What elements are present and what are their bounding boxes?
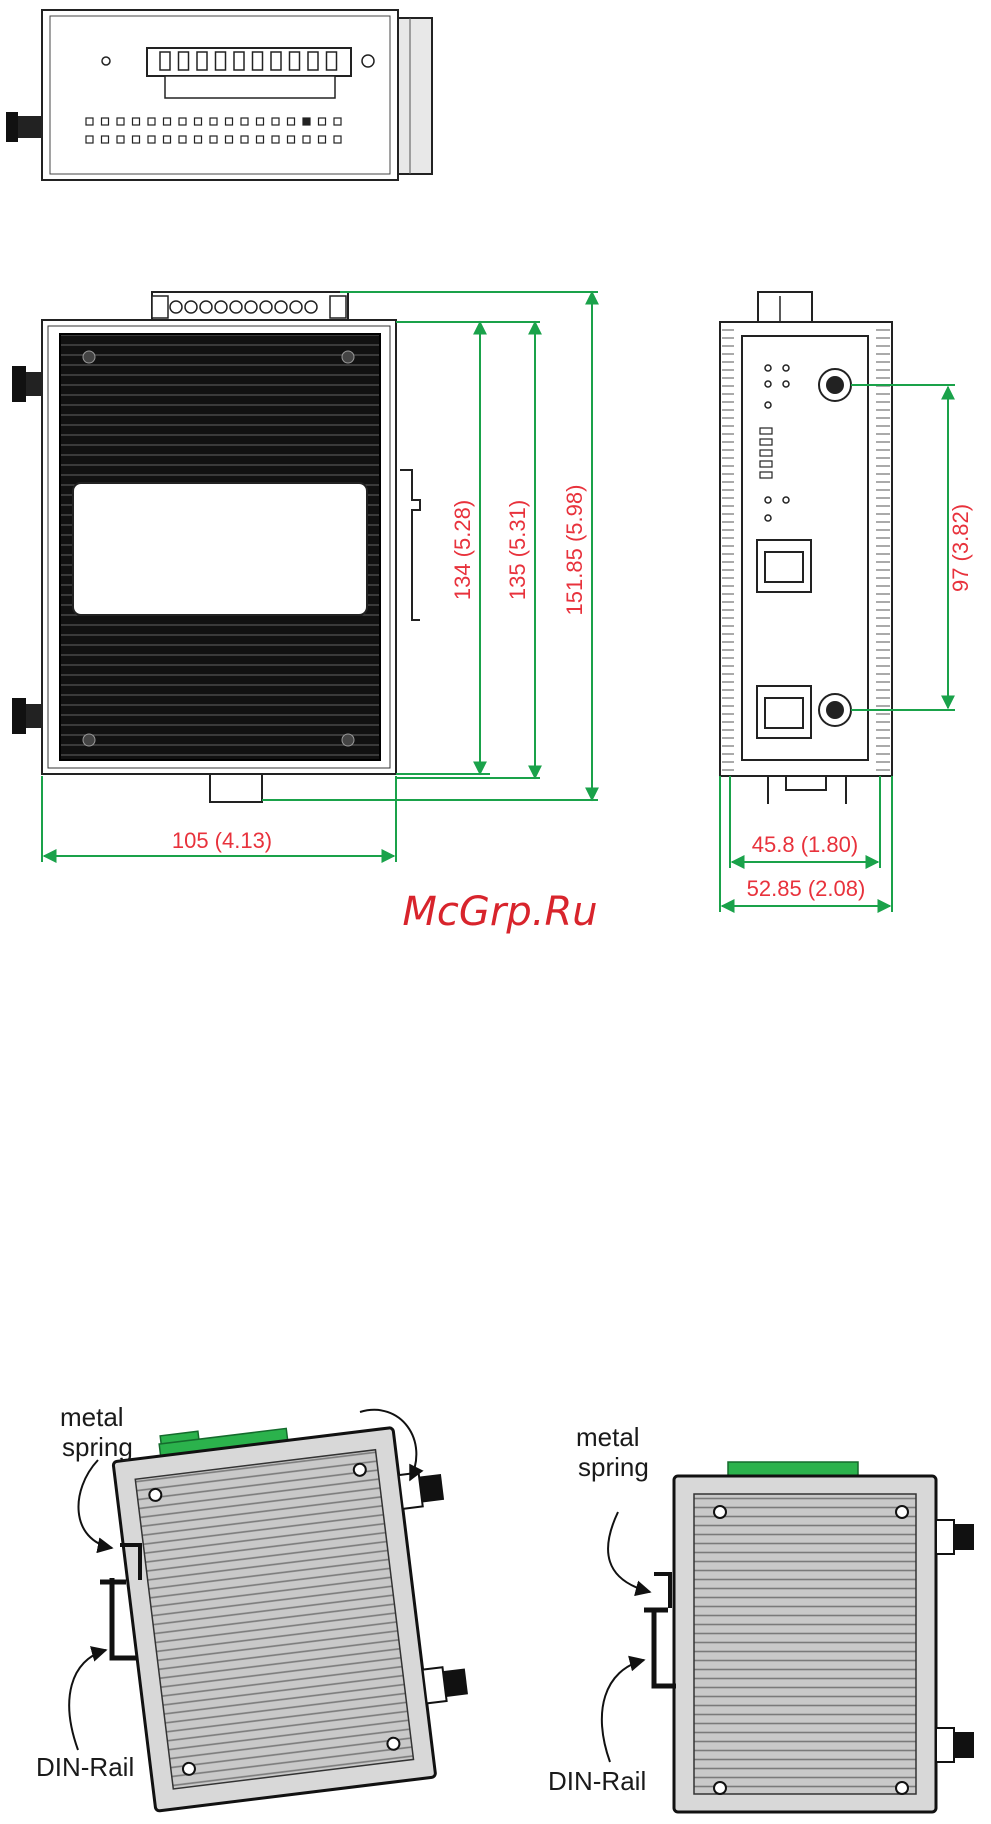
left-metal-spring-label-line2: spring [62, 1432, 133, 1462]
terminal-screw [290, 301, 302, 313]
right-din-rail-label: DIN-Rail [548, 1766, 646, 1796]
terminal-screw [305, 301, 317, 313]
vent-slot [210, 136, 217, 143]
vent-slot [334, 118, 341, 125]
terminal-slot [327, 52, 337, 70]
mounting-right [602, 1462, 974, 1812]
vent-slot [117, 118, 124, 125]
vent-slot [195, 136, 202, 143]
dimension-height-134: 134 (5.28) [450, 500, 475, 600]
vent-slot [319, 118, 326, 125]
terminal-end [152, 296, 168, 318]
vent-slot [226, 136, 233, 143]
vent-slot [241, 118, 248, 125]
antenna-connector-bottom [12, 698, 42, 734]
vent-slot [102, 136, 109, 143]
vent-slot [164, 136, 171, 143]
led-indicator [783, 365, 789, 371]
vent-slot [148, 118, 155, 125]
terminal-screw [230, 301, 242, 313]
top-view [6, 10, 432, 180]
dimension-side-width-outer: 52.85 (2.08) [747, 876, 866, 901]
vent-slot [272, 136, 279, 143]
led-indicator [765, 497, 771, 503]
led-bar [760, 439, 772, 445]
vent-slot [133, 118, 140, 125]
led-bar [760, 472, 772, 478]
terminal-slot [179, 52, 189, 70]
left-metal-spring-label-line1: metal [60, 1402, 124, 1432]
vent-slot [334, 136, 341, 143]
vent-slot [288, 136, 295, 143]
vent-slot [195, 118, 202, 125]
right-metal-spring-label-line2: spring [578, 1452, 649, 1482]
terminal-screw [260, 301, 272, 313]
vent-slot [257, 118, 264, 125]
terminal-end [330, 296, 346, 318]
side-view [720, 292, 892, 804]
vent-slot [179, 118, 186, 125]
led-indicator [783, 497, 789, 503]
rj45-port-bottom [757, 686, 811, 738]
vent-slot [272, 118, 279, 125]
terminal-screw [245, 301, 257, 313]
led-indicator [783, 381, 789, 387]
dimension-width-front: 105 (4.13) [172, 828, 272, 853]
right-metal-spring-label-line1: metal [576, 1422, 640, 1452]
vent-slot [288, 118, 295, 125]
vent-slot [86, 136, 93, 143]
dimension-height-151: 151.85 (5.98) [562, 485, 587, 616]
dimension-side-97: 97 (3.82) [948, 504, 973, 592]
led-bar [760, 428, 772, 434]
terminal-screw [275, 301, 287, 313]
led-bar [760, 461, 772, 467]
vent-slot [133, 136, 140, 143]
terminal-screw [170, 301, 182, 313]
terminal-slot [234, 52, 244, 70]
vent-slot [102, 118, 109, 125]
vent-slot [319, 136, 326, 143]
terminal-slot [197, 52, 207, 70]
terminal-screw [185, 301, 197, 313]
watermark: McGrp.Ru [402, 889, 597, 935]
terminal-slot [216, 52, 226, 70]
vent-slot [148, 136, 155, 143]
vent-slot [117, 136, 124, 143]
led-indicator [765, 381, 771, 387]
terminal-slot [290, 52, 300, 70]
vent-slot [257, 136, 264, 143]
antenna-connector-top [12, 366, 42, 402]
mounting-left [69, 1402, 477, 1811]
dimension-height-135: 135 (5.31) [505, 500, 530, 600]
vent-slot [303, 136, 310, 143]
vent-slot [241, 136, 248, 143]
vent-slot [86, 118, 93, 125]
led-indicator [765, 365, 771, 371]
terminal-slot [160, 52, 170, 70]
vent-slot [303, 118, 310, 125]
left-din-rail-label: DIN-Rail [36, 1752, 134, 1782]
terminal-screw [200, 301, 212, 313]
vent-slot [164, 118, 171, 125]
vent-slot [210, 118, 217, 125]
vent-slot [226, 118, 233, 125]
led-indicator [765, 402, 771, 408]
terminal-slot [308, 52, 318, 70]
front-view [12, 292, 420, 802]
terminal-slot [271, 52, 281, 70]
terminal-slot [253, 52, 263, 70]
rj45-port-top [757, 540, 811, 592]
led-indicator [765, 515, 771, 521]
dimension-side-width-inner: 45.8 (1.80) [752, 832, 858, 857]
terminal-screw [215, 301, 227, 313]
vent-slot [179, 136, 186, 143]
led-bar [760, 450, 772, 456]
